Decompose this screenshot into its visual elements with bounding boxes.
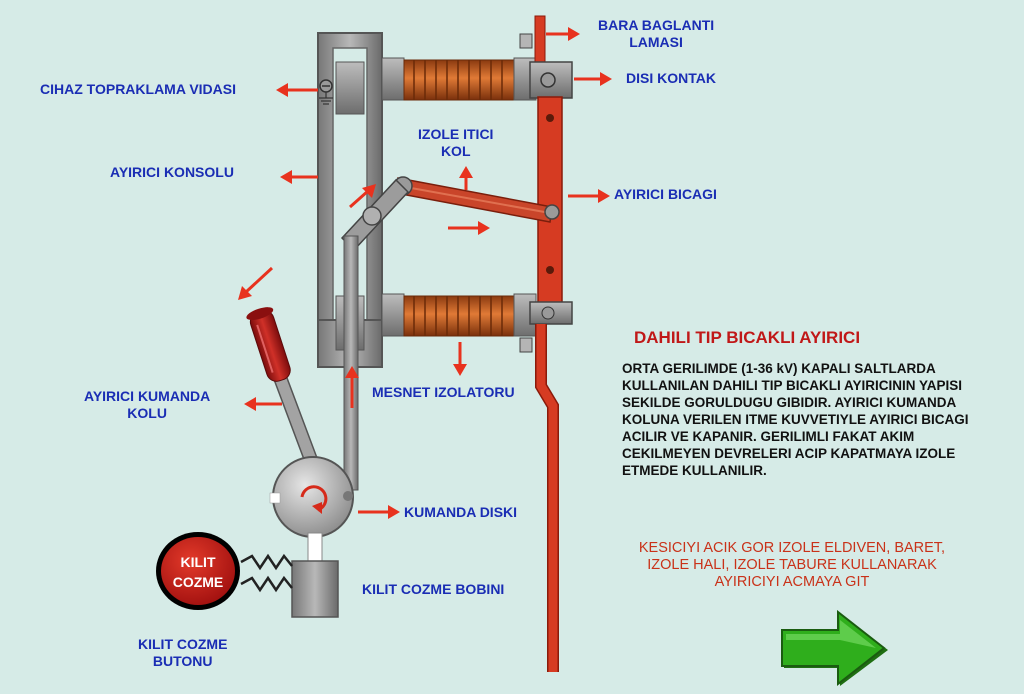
lower-contact <box>519 301 573 672</box>
female-contact <box>529 61 573 99</box>
next-button[interactable] <box>780 610 892 690</box>
info-title: DAHILI TIP BICAKLI AYIRICI <box>634 328 861 347</box>
unlock-button-shape <box>156 532 240 610</box>
label-disconnector-console: AYIRICI KONSOLU <box>110 164 234 180</box>
unlock-coil <box>240 532 339 618</box>
label-unlock-coil: KILIT COZME BOBINI <box>362 581 505 597</box>
label-disconnector-blade: AYIRICI BICAGI <box>614 186 717 202</box>
top-insulator <box>381 57 537 101</box>
insulated-pusher-arm <box>340 176 560 252</box>
label-support-insulator: MESNET IZOLATORU <box>372 384 515 400</box>
operating-disc <box>269 456 354 538</box>
disconnector-blade <box>537 96 563 306</box>
unlock-button[interactable]: KILIT COZME <box>154 530 242 612</box>
label-insulated-pusher-arm: IZOLE ITICI KOL <box>418 126 494 159</box>
busbar-connection <box>519 15 546 63</box>
label-unlock-button: KILIT COZME BUTONU <box>138 636 228 669</box>
unlock-button-line-1: KILIT <box>180 554 216 570</box>
label-busbar-connection: BARA BAGLANTI LAMASI <box>598 17 715 50</box>
bottom-insulator <box>381 293 537 337</box>
info-description: ORTA GERILIMDE (1-36 kV) KAPALI SALTLARD… <box>622 361 969 478</box>
label-operating-lever: AYIRICI KUMANDA KOLU <box>84 388 211 421</box>
pointer-arrows <box>238 27 612 519</box>
push-rod <box>343 235 359 491</box>
label-operating-disc: KUMANDA DISKI <box>404 504 518 520</box>
earthing-screw <box>319 79 333 105</box>
unlock-button-line-2: COZME <box>172 574 224 590</box>
label-earthing-screw: CIHAZ TOPRAKLAMA VIDASI <box>40 81 236 97</box>
arrow-right-icon <box>781 610 888 687</box>
label-female-contact: DISI KONTAK <box>626 70 716 86</box>
safety-warning: KESICIYI ACIK GOR IZOLE ELDIVEN, BARET, … <box>638 540 946 590</box>
